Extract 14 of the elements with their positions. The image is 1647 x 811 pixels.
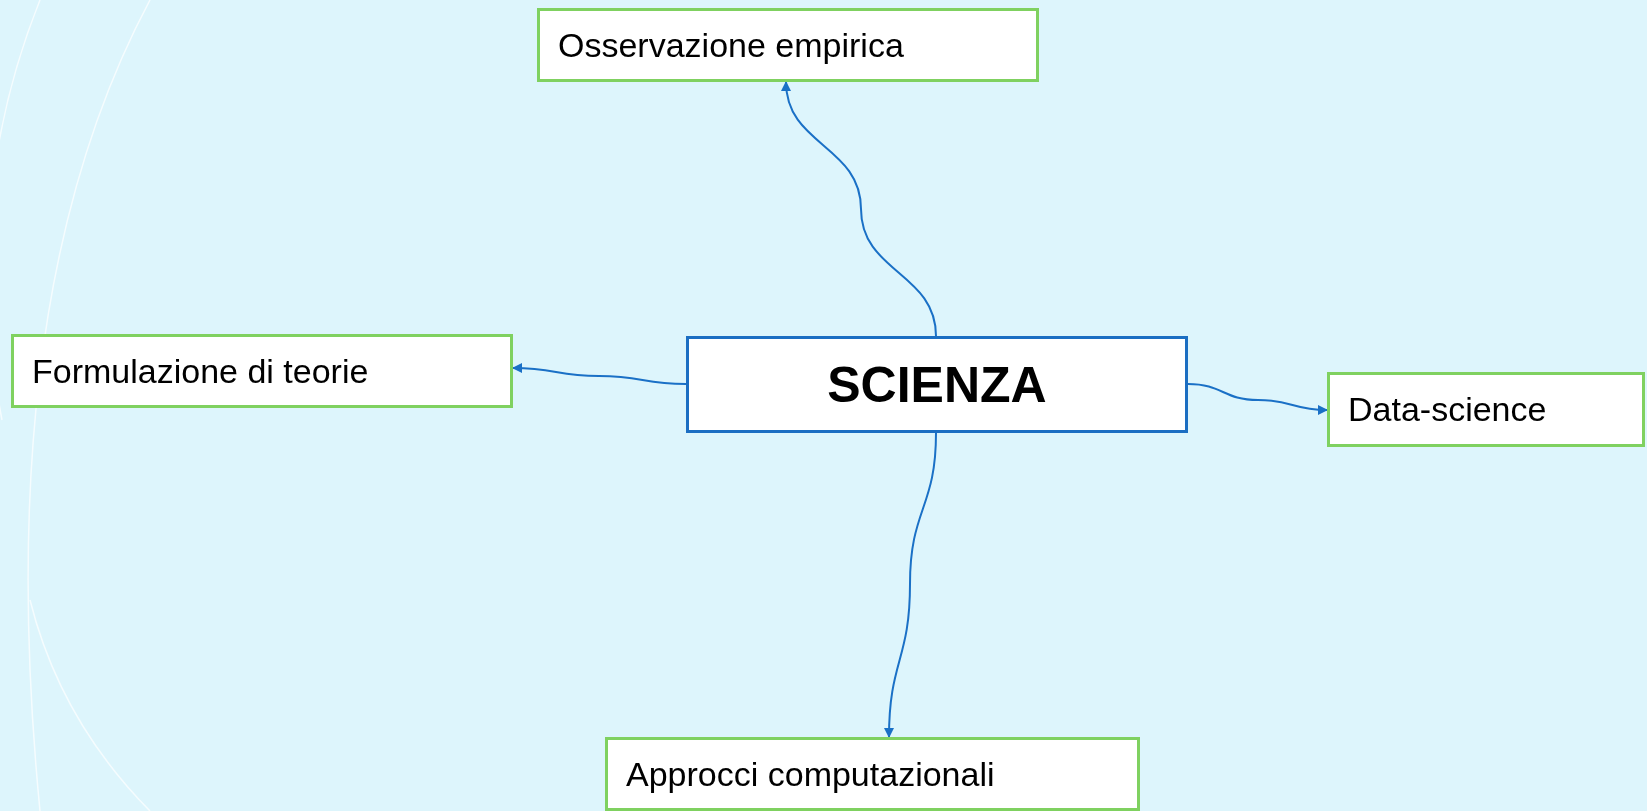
- topic-label: Osservazione empirica: [558, 25, 904, 65]
- topic-box: [1327, 372, 1645, 447]
- topic-label: SCIENZA: [827, 355, 1047, 414]
- arrow: [884, 432, 937, 738]
- arrow: [781, 81, 937, 337]
- topic-box: [11, 334, 513, 408]
- topic-box: [537, 8, 1039, 82]
- arrow: [512, 363, 687, 385]
- topic-label: Formulazione di teorie: [32, 351, 369, 391]
- topic-label: Data-science: [1348, 390, 1547, 429]
- arrow: [1187, 383, 1328, 415]
- topic-box: [605, 737, 1140, 811]
- topic-label: Approcci computazionali: [626, 754, 995, 794]
- central-topic-box: [686, 336, 1188, 433]
